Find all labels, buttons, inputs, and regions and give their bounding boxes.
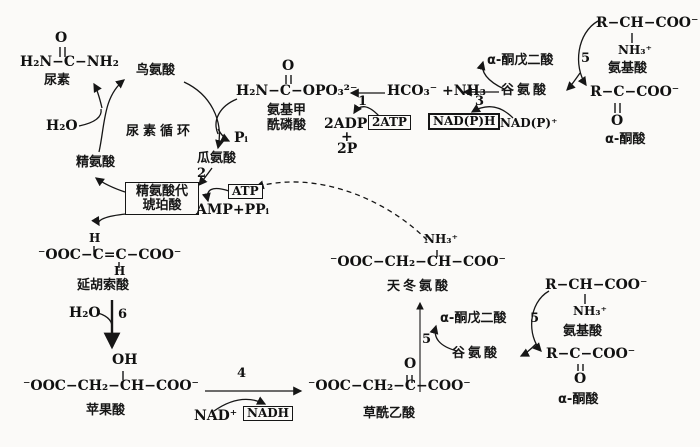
keto-acid-top-formula: R−C−COO⁻ [590,84,680,100]
citrulline-label: 瓜氨酸 [197,151,237,166]
arrow-glutamate-to-akg-top [476,60,505,90]
reaction-4: 4 [237,366,247,381]
keto-acid-top-oxygen: O [611,113,624,129]
arrow-branch-to-glutamate-bottom [519,343,537,357]
argininosuccinate-line1: 精氨酸代 [135,184,188,199]
reaction-5-top: 5 [581,51,591,66]
reaction-5-bottom-left: 5 [422,332,432,347]
amino-acid-bottom-nh3: NH₃⁺ [573,304,607,318]
nadh-box: NADH [243,406,294,421]
arrow-2atp-to-2adp [353,103,380,117]
carbamoylP-label-2: 酰磷酸 [267,118,307,133]
water-bottom: H₂O [69,305,101,321]
reaction-6: 6 [118,307,128,322]
aspartate-nh3: NH₃⁺ [424,232,458,246]
reaction-3: 3 [475,94,485,109]
nadp-label: NAD(P)⁺ [500,116,558,130]
nadph-box: NAD(P)H [428,113,501,130]
keto-acid-bottom-oxygen: O [574,371,587,387]
carbamoylP-oxygen: O [282,58,295,74]
glutamate-bottom-label: 谷氨酸 [452,346,501,361]
arrow-carbamoylP-feed [215,98,238,135]
oxaloacetate-label: 草酰乙酸 [363,406,416,421]
arrow-glutamate-to-akg-bottom [429,324,458,352]
malate-oh: OH [112,352,138,368]
atp2-box: 2ATP [368,115,411,130]
arrow-atp-to-amp [201,187,230,203]
arrow-box-to-fumarate [91,213,127,227]
plus-sign: + [341,129,353,145]
akg-bottom-label: α-酮戊二酸 [440,311,507,326]
keto-acid-bottom-label: α-酮酸 [558,392,599,407]
amp-ppi-label: AMP+PPᵢ [196,202,270,218]
carbamoylP-formula: H₂N−C−OPO₃²⁻ [236,83,358,99]
akg-top-label: α-酮戊二酸 [487,53,554,68]
arrow-arginine-to-ornithine [98,79,126,153]
urea-formula: H₂N−C−NH₂ [20,54,119,70]
argininosuccinate-box: 精氨酸代 琥珀酸 [125,182,199,216]
adp2-label: 2ADP [324,116,368,132]
arrow-water-feed-bottom [97,312,113,331]
aspartate-label: 天冬氨酸 [387,279,452,294]
arrow-branch-to-urea [93,82,103,109]
pi-label: Pᵢ [234,130,248,146]
water-top: H₂O [46,118,78,134]
urea-label: 尿素 [44,73,71,88]
urea-oxygen: O [55,30,68,46]
keto-acid-bottom-formula: R−C−COO⁻ [546,346,636,362]
keto-acid-top-label: α-酮酸 [605,132,646,147]
bond-lines [59,33,633,383]
amino-acid-top-label: 氨基酸 [608,61,648,76]
aspartate-formula: ⁻OOC−CH₂−CH−COO⁻ [330,254,506,270]
amino-acid-top-formula: R−CH−COO⁻ [596,15,699,31]
fumarate-label: 延胡索酸 [77,278,130,293]
amino-acid-top-nh3: NH₃⁺ [618,43,652,57]
fumarate-formula: ⁻OOC−C=C−COO⁻ [38,247,182,263]
glutamate-top-label: 谷氨酸 [501,83,550,98]
amino-acid-bottom-formula: R−CH−COO⁻ [545,277,648,293]
p2-label: 2P [337,141,358,157]
fumarate-h-top: H [89,231,101,245]
ornithine-label: 鸟氨酸 [136,63,176,78]
argininosuccinate-line2: 琥珀酸 [142,197,182,213]
arrow-ornithine-to-citrulline [183,81,225,150]
arginine-label: 精氨酸 [76,155,116,170]
arrow-aminoacid-to-ketoacid-bottom [531,290,550,352]
arrow-nadp-to-nadph [470,104,514,119]
arrow-box-to-arginine [94,177,126,193]
arrow-water-feed-top [78,108,102,127]
oxaloacetate-oxygen: O [404,356,417,372]
reaction-1: 1 [358,94,368,109]
arrow-pi-out [217,128,231,142]
malate-label: 苹果酸 [86,403,126,418]
atp-box: ATP [228,184,263,199]
arrow-branch-to-glutamate-top [566,72,581,91]
amino-acid-bottom-label: 氨基酸 [563,324,603,339]
oxaloacetate-formula: ⁻OOC−CH₂−C−COO⁻ [308,378,471,394]
arrow-aminoacid-to-ketoacid-top [577,20,599,87]
arrow-citrulline-to-box [198,167,213,186]
fumarate-h-bottom: H [114,264,126,278]
arrow-aspartate-to-reaction2 [254,180,428,241]
reaction-5-bottom-right: 5 [530,311,540,326]
arrow-nad-to-nadh [213,396,267,412]
malate-formula: ⁻OOC−CH₂−CH−COO⁻ [23,378,199,394]
reaction-2: 2 [197,166,207,181]
carbamoylP-label-1: 氨基甲 [267,103,307,118]
cycle-title: 尿素循环 [126,124,195,139]
nad-label: NAD⁺ [194,408,238,424]
hco3-nh3-label: HCO₃⁻ +NH₃ [387,83,486,99]
